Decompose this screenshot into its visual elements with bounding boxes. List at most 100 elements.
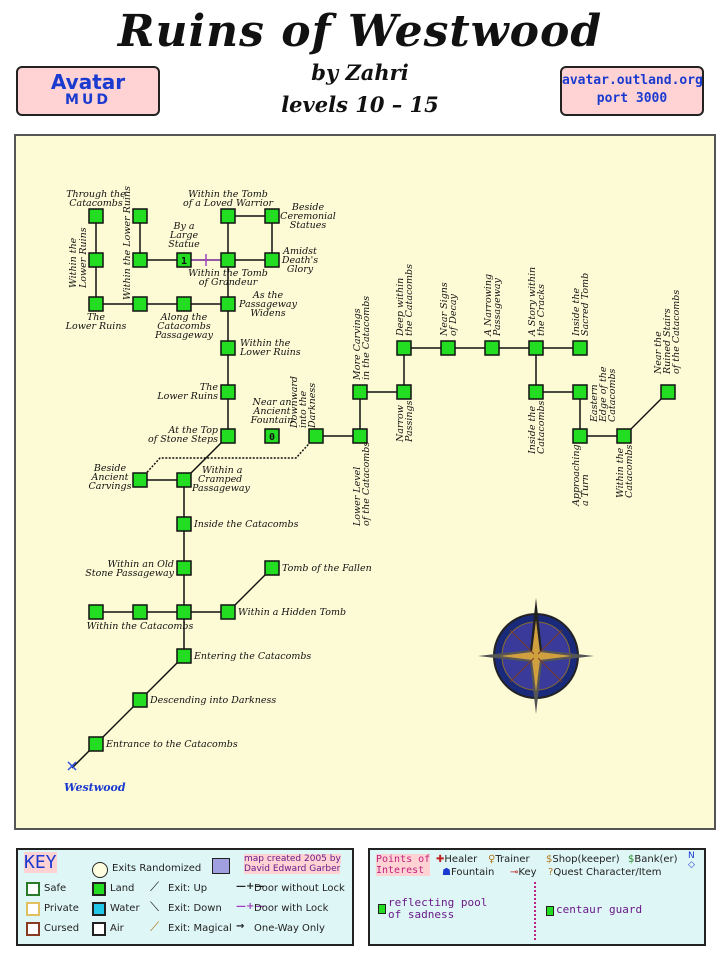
room[interactable]	[528, 384, 544, 400]
room[interactable]	[88, 296, 104, 312]
room[interactable]	[396, 340, 412, 356]
map-scroll	[14, 134, 716, 830]
poi-title-line2: Interest	[376, 865, 425, 876]
compass-rose-icon	[478, 598, 594, 714]
room[interactable]	[176, 252, 192, 268]
room[interactable]	[572, 428, 588, 444]
room[interactable]	[396, 384, 412, 400]
map-key: KEY Exits Randomized map created 2005 by…	[16, 848, 354, 946]
air-label: Air	[110, 923, 124, 934]
room[interactable]	[132, 208, 148, 224]
room[interactable]	[440, 340, 456, 356]
room-label: Lower Ruins	[65, 321, 127, 332]
room[interactable]	[88, 208, 104, 224]
room[interactable]	[308, 428, 324, 444]
room-label: Approaching	[571, 444, 582, 507]
room[interactable]	[176, 296, 192, 312]
room[interactable]	[132, 692, 148, 708]
water-swatch	[92, 902, 106, 916]
poi-item-0-line2: of sadness	[388, 908, 455, 921]
room[interactable]	[616, 428, 632, 444]
quest-icon: ?	[548, 867, 554, 878]
room[interactable]	[220, 428, 236, 444]
room[interactable]	[132, 252, 148, 268]
room-label: Eastern	[589, 384, 600, 423]
room[interactable]	[176, 604, 192, 620]
points-of-interest: Points of Interest ✚Healer ♀Trainer $Sho…	[368, 848, 706, 946]
room[interactable]	[88, 604, 104, 620]
exit-magical-label: Exit: Magical	[168, 923, 232, 934]
room-label: Carvings	[89, 481, 132, 492]
room[interactable]	[572, 384, 588, 400]
room[interactable]	[176, 516, 192, 532]
key-icon: ⊸	[510, 867, 519, 878]
room-label: Catacombs	[607, 368, 618, 422]
room-label: Ruined Stairs	[662, 308, 673, 375]
avatar-mud-badge: Avatar MUD	[16, 66, 160, 116]
poi-item-1[interactable]: centaur guard	[556, 903, 643, 916]
room-label: of Decay	[448, 294, 459, 336]
badge-avatar-text: Avatar	[50, 70, 126, 94]
room[interactable]	[176, 472, 192, 488]
room[interactable]	[132, 604, 148, 620]
exit-up-label: Exit: Up	[168, 883, 208, 894]
room-label: Statue	[168, 239, 200, 250]
room[interactable]	[88, 736, 104, 752]
room-label: Within the Lower Ruins	[122, 186, 133, 300]
room[interactable]	[220, 604, 236, 620]
room-label: Glory	[287, 264, 314, 275]
room[interactable]	[572, 340, 588, 356]
one-way-label: One-Way Only	[254, 923, 325, 934]
room[interactable]	[264, 560, 280, 576]
room-label: Death's	[281, 255, 318, 266]
room[interactable]	[132, 472, 148, 488]
map-author: by Zahri	[311, 60, 409, 85]
room[interactable]	[132, 296, 148, 312]
door-no-lock-label: Door without Lock	[254, 883, 345, 894]
room[interactable]	[352, 428, 368, 444]
room-label: Inside the	[527, 406, 538, 455]
room-label: At the Top	[167, 425, 218, 436]
exit-up-icon: ⟋	[150, 880, 160, 895]
room[interactable]	[264, 252, 280, 268]
room[interactable]	[220, 296, 236, 312]
room-label: By a	[172, 221, 194, 232]
exits-randomized-label: Exits Randomized	[112, 863, 202, 874]
poi-item-0-line1: reflecting pool	[388, 896, 488, 909]
room[interactable]	[88, 252, 104, 268]
room-label: Near an	[252, 397, 292, 408]
room[interactable]	[264, 428, 280, 444]
poi-item-0[interactable]: reflecting pool of sadness	[388, 897, 487, 921]
room-label: of the Catacombs	[361, 442, 372, 526]
room-label: Downward	[289, 376, 300, 429]
room[interactable]	[264, 208, 280, 224]
room[interactable]	[220, 340, 236, 356]
room[interactable]	[352, 384, 368, 400]
room-label: Beside	[93, 463, 127, 474]
room[interactable]	[176, 648, 192, 664]
room-label: Within the	[615, 447, 626, 498]
room-label: of a Loved Warrior	[183, 198, 275, 209]
room-label: Ancient	[253, 406, 291, 417]
credit-line1: map created 2005 by	[244, 854, 341, 864]
compass-mini-icon: N◇	[688, 851, 695, 870]
healer-label: Healer	[444, 854, 478, 865]
room[interactable]	[528, 340, 544, 356]
room[interactable]	[220, 384, 236, 400]
land-label: Land	[110, 883, 135, 894]
room-label: the Catacombs	[404, 264, 415, 336]
room[interactable]	[176, 560, 192, 576]
westwood-link[interactable]: Westwood	[64, 781, 126, 794]
room-label: Passageway	[238, 299, 298, 310]
room[interactable]	[660, 384, 676, 400]
room-label: Near the	[653, 331, 664, 375]
room[interactable]	[220, 252, 236, 268]
room-label: Fountain	[250, 415, 294, 426]
trainer-icon: ♀	[488, 854, 496, 865]
room-label: Within an Old	[108, 559, 174, 570]
safe-swatch	[26, 882, 40, 896]
room-label: Deep within	[395, 278, 406, 337]
fountain-label: Fountain	[450, 867, 495, 878]
room[interactable]	[484, 340, 500, 356]
room[interactable]	[220, 208, 236, 224]
